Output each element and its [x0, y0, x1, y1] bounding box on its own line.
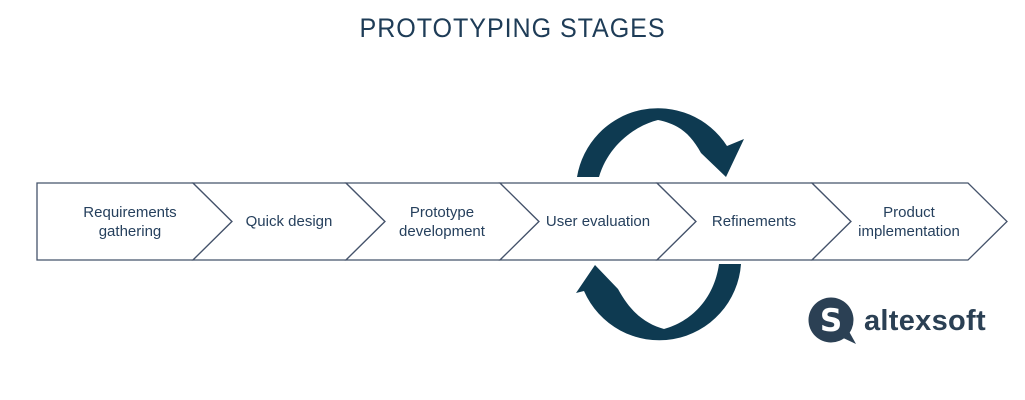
page-title: PROTOTYPING STAGES	[0, 13, 1025, 44]
altexsoft-bubble-s-icon: S	[808, 297, 856, 344]
stage-label-user-evaluation: User evaluation	[545, 213, 651, 230]
stage-chevron-6	[810, 182, 1008, 261]
stage-label-requirements-gathering: Requirements gathering	[83, 203, 177, 240]
altexsoft-logo-text: altexsoft	[864, 305, 986, 337]
svg-text:S: S	[820, 303, 842, 339]
loop-forward-arrow-icon	[577, 108, 744, 177]
stage-label-prototype-development: Prototype development	[399, 203, 485, 240]
loop-back-arrow-icon	[576, 264, 741, 341]
stage-label-quick-design: Quick design	[245, 213, 333, 230]
stage-label-refinements: Refinements	[711, 213, 797, 230]
stage-label-product-implementation: Product implementation	[858, 203, 960, 240]
page-title-text: PROTOTYPING STAGES	[359, 13, 666, 43]
